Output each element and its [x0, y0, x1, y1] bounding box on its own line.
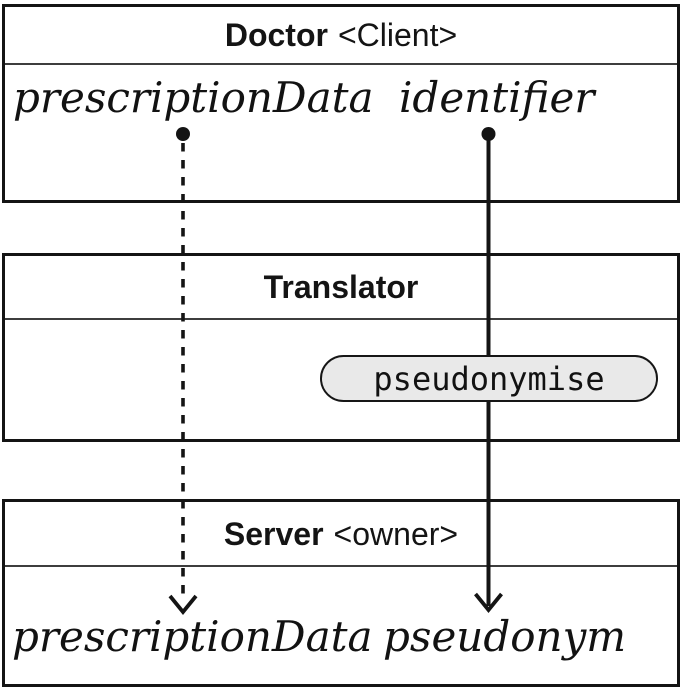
doctor-client-node: Doctor <Client> [2, 4, 680, 203]
server-node-stereotype: <owner> [333, 515, 459, 552]
translator-node-name: Translator [263, 269, 419, 305]
server-node-name: Server [223, 515, 324, 552]
server-owner-node: Server <owner> [2, 499, 680, 687]
translator-node: Translator [2, 253, 680, 442]
translator-node-header: Translator [5, 256, 677, 320]
doctor-port-label-prescription-data: prescriptionData [13, 73, 374, 122]
pseudonymise-operation-pill: pseudonymise [320, 355, 658, 402]
doctor-node-header: Doctor <Client> [5, 7, 677, 65]
doctor-port-label-identifier: identifier [399, 73, 595, 122]
doctor-node-stereotype: <Client> [337, 17, 458, 53]
server-port-label-pseudonym: pseudonym [383, 612, 627, 661]
server-port-label-prescription-data: prescriptionData [12, 612, 373, 661]
doctor-node-name: Doctor [224, 17, 328, 53]
server-node-header: Server <owner> [5, 502, 677, 567]
